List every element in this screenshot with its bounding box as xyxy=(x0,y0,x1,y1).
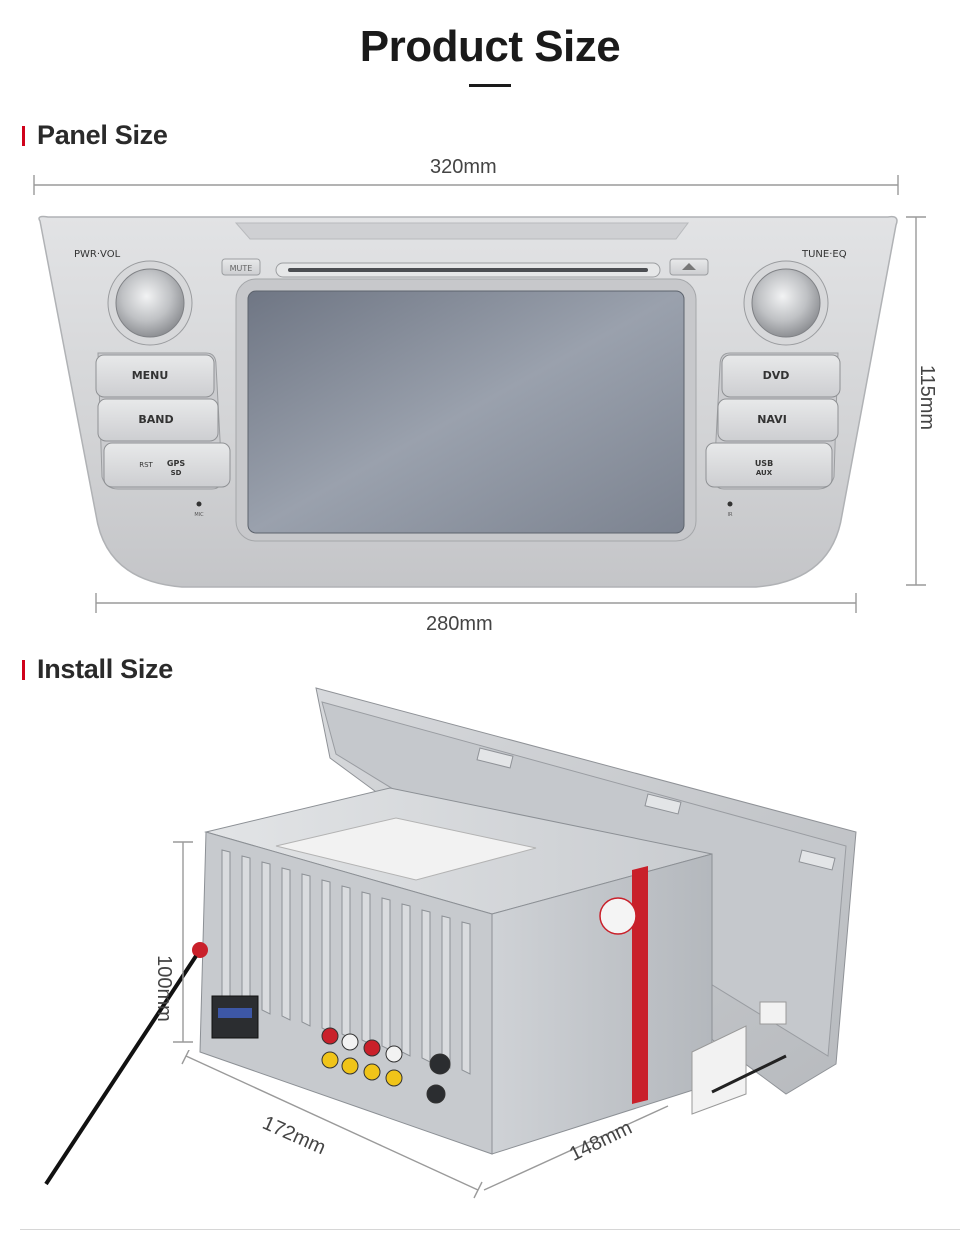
gps-label: GPS xyxy=(167,459,185,468)
volume-knob xyxy=(115,268,185,338)
rst-gps-button xyxy=(103,442,231,488)
bottom-divider xyxy=(20,1229,960,1230)
tune-eq-label: TUNE·EQ xyxy=(801,249,847,260)
car-stereo-front-panel: MUTE PWR·VOL TUNE·EQ MENU BAND RST GPS S… xyxy=(38,215,898,588)
band-label: BAND xyxy=(138,413,173,426)
pwr-vol-label: PWR·VOL xyxy=(74,249,121,260)
title-underline xyxy=(469,84,511,87)
panel-bottom-width-label: 280mm xyxy=(426,613,493,635)
install-height-label: 100mm xyxy=(152,955,175,1022)
panel-bottom-width-dimension-line xyxy=(95,593,857,613)
navi-label: NAVI xyxy=(757,413,787,426)
aux-label: AUX xyxy=(756,469,773,477)
car-stereo-chassis-rear xyxy=(44,687,857,1186)
panel-top-width-dimension-line xyxy=(33,175,899,195)
install-depth-dimension-line xyxy=(483,1105,669,1191)
ir-label: IR xyxy=(728,512,733,518)
panel-height-label: 115mm xyxy=(916,364,939,431)
panel-size-heading: Panel Size xyxy=(22,120,168,151)
usb-aux-button xyxy=(705,442,833,488)
mic-label: MIC xyxy=(194,512,204,518)
panel-top-width-label: 320mm xyxy=(430,156,497,178)
menu-label: MENU xyxy=(132,369,169,382)
panel-size-heading-text: Panel Size xyxy=(37,120,168,150)
rst-label: RST xyxy=(139,461,153,469)
tune-knob xyxy=(751,268,821,338)
band-button xyxy=(97,398,219,442)
install-size-heading-text: Install Size xyxy=(37,654,173,684)
install-width-dimension-line xyxy=(181,1050,483,1199)
eject-icon xyxy=(682,263,696,270)
dvd-label: DVD xyxy=(763,369,790,382)
install-size-heading: Install Size xyxy=(22,654,173,685)
navi-button xyxy=(717,398,839,442)
section-marker xyxy=(22,659,25,680)
sd-label: SD xyxy=(171,469,182,477)
usb-label: USB xyxy=(755,459,773,468)
display-screen xyxy=(247,290,685,534)
dvd-button xyxy=(721,354,841,398)
section-marker xyxy=(22,125,25,146)
panel-height-dimension-line xyxy=(906,216,926,586)
install-height-dimension-line xyxy=(173,841,193,1043)
menu-button xyxy=(95,354,215,398)
mute-label: MUTE xyxy=(230,264,253,273)
page-title: Product Size xyxy=(359,22,621,71)
